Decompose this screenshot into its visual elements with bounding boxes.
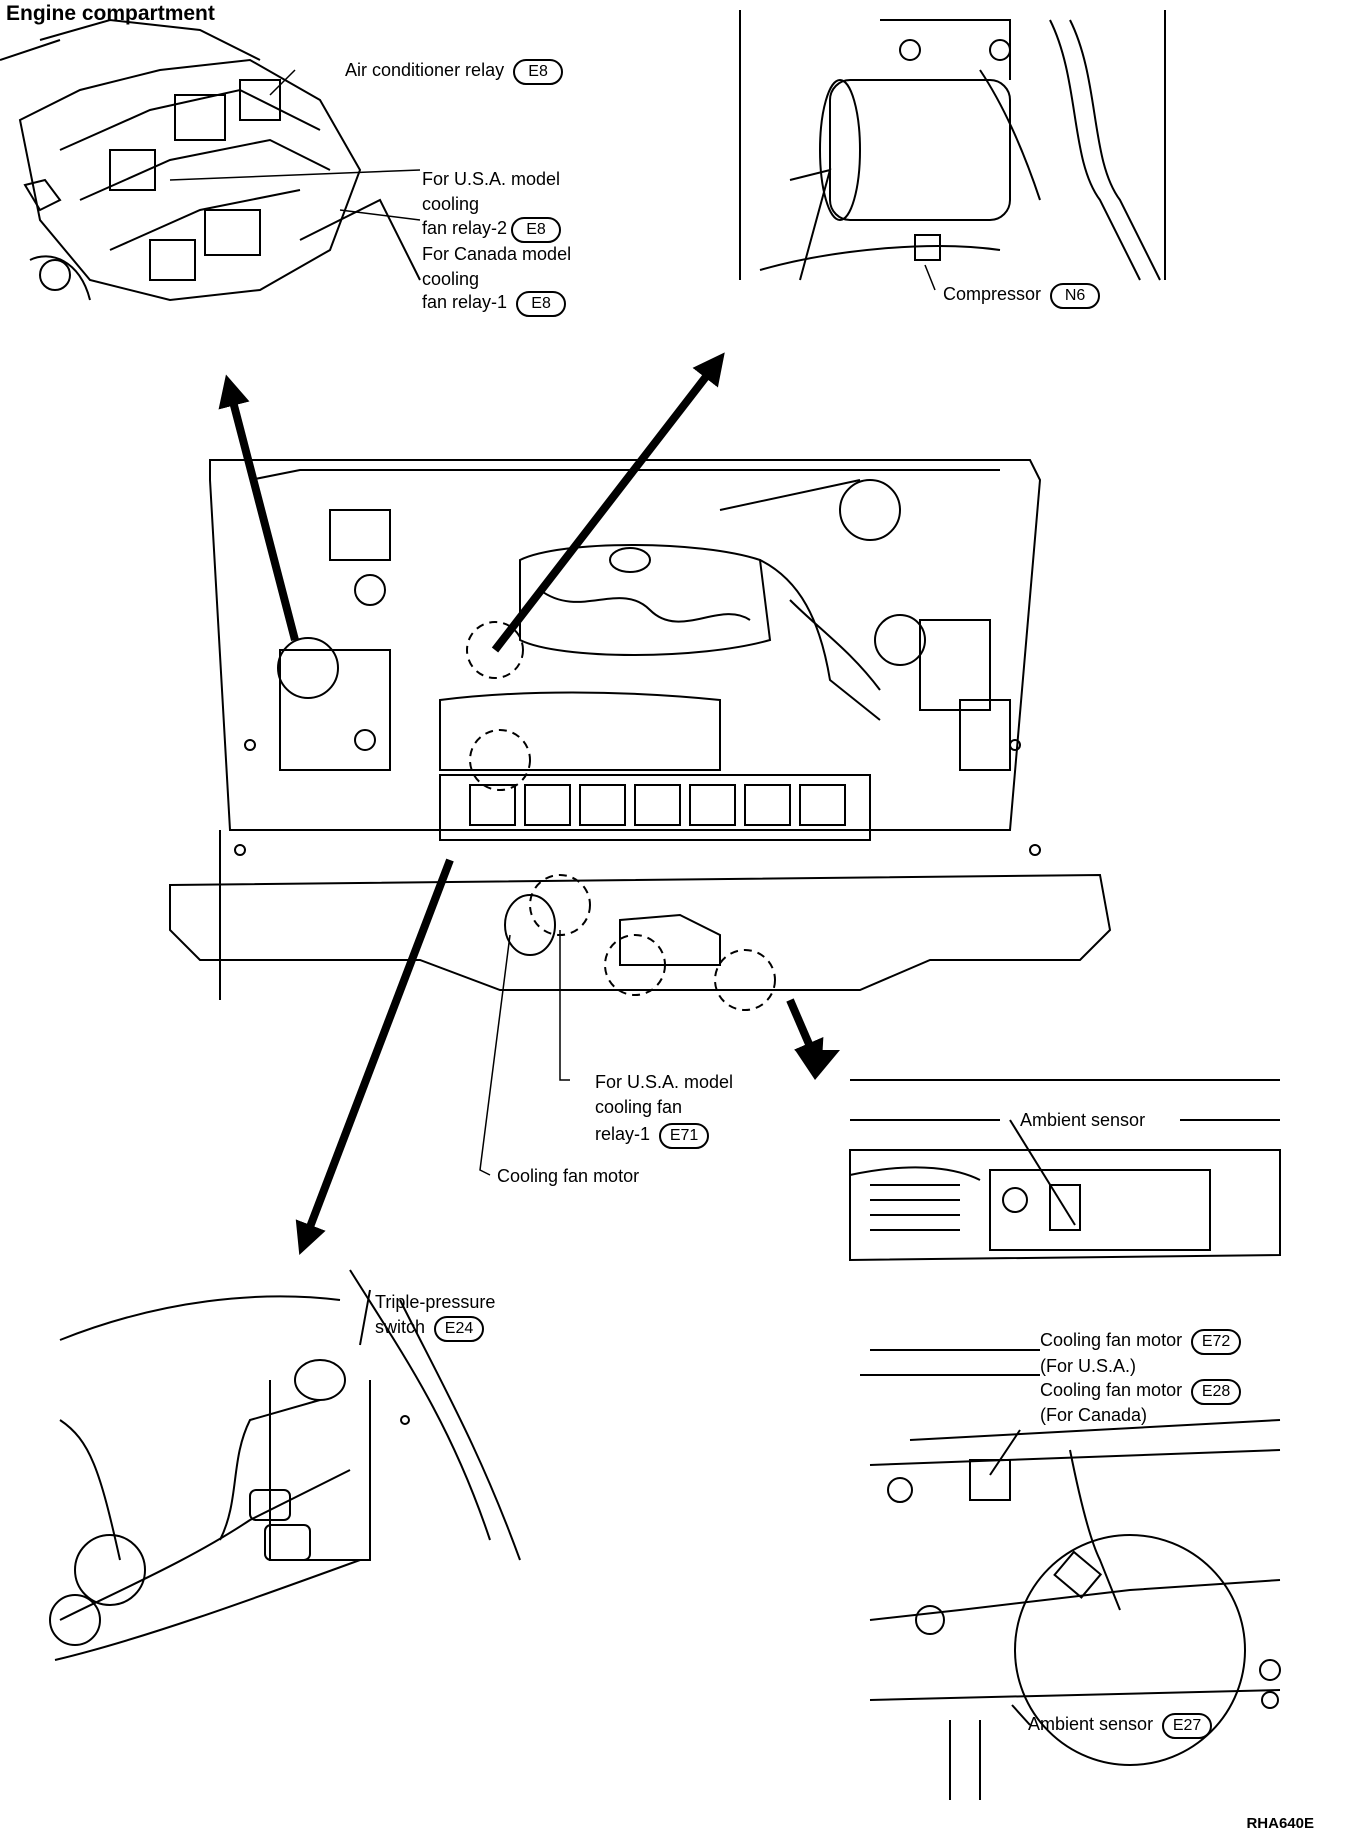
leader-lines — [169, 69, 936, 1176]
usa-fan-relay1-code: E71 — [659, 1123, 710, 1149]
canada-fan-relay1-line3: fan relay-1 E8 — [422, 290, 567, 317]
fan-motor-inset — [860, 1349, 1281, 1800]
fan-motor-usa-label: Cooling fan motor E72 — [1040, 1328, 1242, 1355]
ambient-sensor-front-inset — [849, 1079, 1281, 1262]
triple-pressure-code: E24 — [434, 1316, 485, 1342]
fan-motor-canada-text: Cooling fan motor — [1040, 1380, 1183, 1400]
usa-fan-relay1-line1: For U.S.A. model — [595, 1072, 734, 1092]
usa-fan-relay2-code: E8 — [511, 217, 562, 243]
arrow-to-relay-inset — [218, 374, 299, 642]
arrow-to-triple-pressure-inset — [295, 858, 454, 1255]
canada-fan-relay1-text: fan relay-1 — [422, 292, 508, 312]
triple-pressure-inset — [49, 1269, 521, 1661]
arrow-to-compressor-inset — [491, 352, 725, 653]
fan-motor-canada-note: (For Canada) — [1040, 1405, 1148, 1425]
usa-fan-relay1-line2: cooling fan — [595, 1097, 683, 1117]
compressor-inset — [739, 10, 1166, 281]
usa-fan-relay1-text: relay-1 — [595, 1124, 651, 1144]
cooling-fan-motor-label: Cooling fan motor — [497, 1166, 640, 1186]
ambient-sensor-bottom-text: Ambient sensor — [1028, 1714, 1154, 1734]
ambient-sensor-top-label: Ambient sensor — [1020, 1110, 1146, 1130]
ac-relay-code: E8 — [513, 59, 564, 85]
compressor-code: N6 — [1050, 283, 1101, 309]
ambient-sensor-bottom-code: E27 — [1162, 1713, 1213, 1739]
canada-fan-relay1-code: E8 — [516, 291, 567, 317]
fan-motor-canada-label: Cooling fan motor E28 — [1040, 1378, 1242, 1405]
compressor-text: Compressor — [943, 284, 1042, 304]
canada-fan-relay1-line2: cooling — [422, 269, 480, 289]
relay-box-inset — [0, 18, 421, 302]
fan-motor-usa-note: (For U.S.A.) — [1040, 1356, 1137, 1376]
engine-bay-overview — [169, 459, 1112, 1000]
ambient-sensor-bottom-label: Ambient sensor E27 — [1028, 1712, 1213, 1739]
arrow-to-ambient-sensor-inset — [786, 998, 824, 1073]
usa-fan-relay2-line2: cooling — [422, 194, 480, 214]
fan-motor-canada-code: E28 — [1191, 1379, 1242, 1405]
fan-motor-usa-text: Cooling fan motor — [1040, 1330, 1183, 1350]
page-title: Engine compartment — [6, 2, 215, 25]
compressor-label: Compressor N6 — [943, 282, 1101, 309]
triple-pressure-line1: Triple-pressure — [375, 1292, 496, 1312]
triple-pressure-line2: switch E24 — [375, 1315, 485, 1342]
triple-pressure-text: switch — [375, 1317, 426, 1337]
usa-fan-relay1-line3: relay-1 E71 — [595, 1122, 710, 1149]
canada-fan-relay1-line1: For Canada model — [422, 244, 572, 264]
usa-fan-relay2-text: fan relay-2 — [422, 218, 508, 238]
figure-id: RHA640E — [1246, 1815, 1314, 1832]
direction-arrows — [218, 352, 824, 1255]
ac-relay-text: Air conditioner relay — [345, 60, 505, 80]
fan-motor-usa-code: E72 — [1191, 1329, 1242, 1355]
ac-relay-label: Air conditioner relay E8 — [345, 58, 564, 85]
arrowhead-ambient — [795, 1050, 840, 1080]
usa-fan-relay2-line1: For U.S.A. model — [422, 169, 561, 189]
